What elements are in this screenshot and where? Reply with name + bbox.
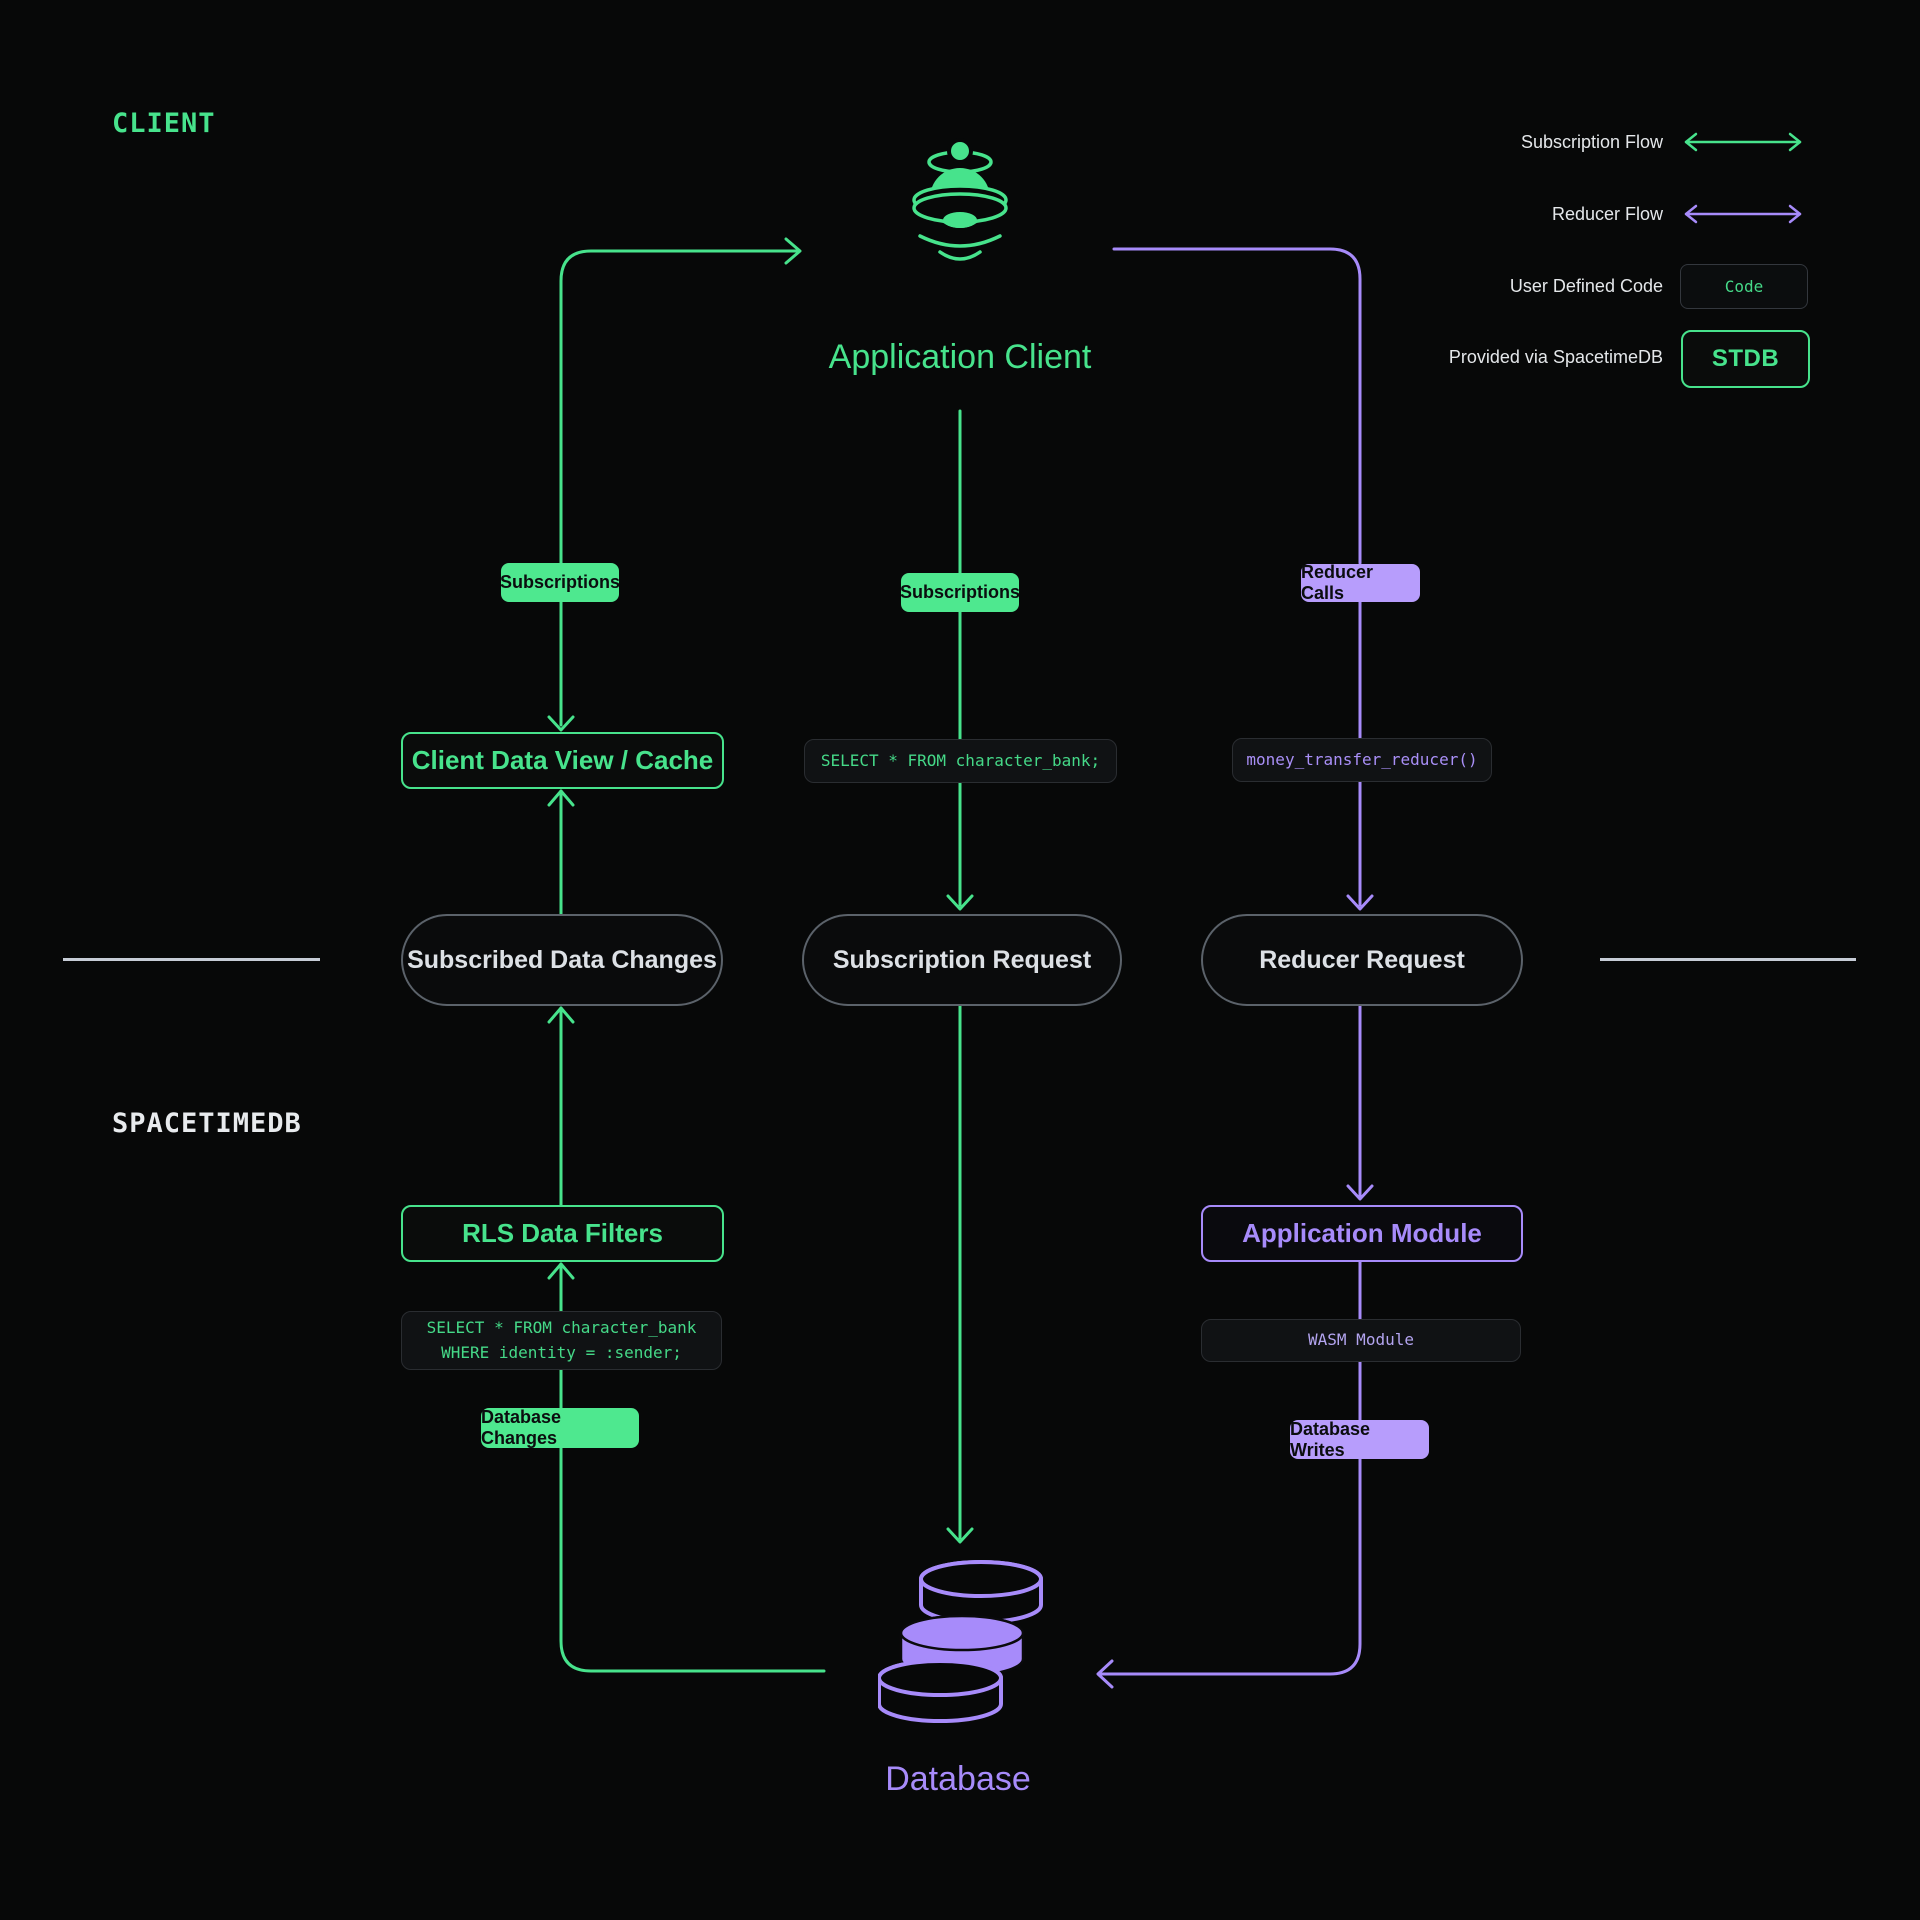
client-data-view-cache-node: Client Data View / Cache xyxy=(401,732,724,789)
spacetimedb-section-label: SPACETIMEDB xyxy=(112,1108,302,1139)
client-section-label: CLIENT xyxy=(112,108,216,139)
database-icon xyxy=(878,1560,1043,1723)
database-writes-badge: Database Writes xyxy=(1290,1419,1429,1460)
reducer-call-code: money_transfer_reducer() xyxy=(1232,738,1492,782)
right-boundary-divider xyxy=(1600,958,1856,961)
subscription-flow-lines xyxy=(547,237,974,1673)
subscriptions-badge-middle: Subscriptions xyxy=(900,573,1020,612)
application-client-planet-icon xyxy=(912,138,1008,261)
database-changes-badge: Database Changes xyxy=(481,1407,639,1448)
application-module-node: Application Module xyxy=(1201,1205,1523,1262)
wasm-module-code: WASM Module xyxy=(1201,1319,1521,1362)
stdb-badge: STDB xyxy=(1681,330,1810,388)
legend-reducer-flow-label: Reducer Flow xyxy=(1551,204,1663,224)
legend-provided-via-label: Provided via SpacetimeDB xyxy=(1448,347,1663,367)
rls-data-filters-node: RLS Data Filters xyxy=(401,1205,724,1262)
database-title: Database xyxy=(885,1760,1031,1798)
user-defined-code-badge: Code xyxy=(1680,264,1808,309)
legend-user-defined-code-label: User Defined Code xyxy=(1509,276,1663,296)
reducer-request-pill: Reducer Request xyxy=(1201,914,1523,1006)
subscribed-data-changes-pill: Subscribed Data Changes xyxy=(401,914,723,1006)
subscription-flow-arrow-icon xyxy=(1684,132,1802,152)
reducer-flow-arrow-icon xyxy=(1684,204,1802,224)
legend-subscription-flow-label: Subscription Flow xyxy=(1520,132,1663,152)
rls-query-line2: WHERE identity = :sender; xyxy=(441,1342,682,1362)
reducer-calls-badge: Reducer Calls xyxy=(1301,562,1420,603)
application-client-title: Application Client xyxy=(828,338,1092,376)
subscriptions-badge-left: Subscriptions xyxy=(500,563,620,602)
subscription-query-code: SELECT * FROM character_bank; xyxy=(804,739,1117,783)
rls-query-code: SELECT * FROM character_bank WHERE ident… xyxy=(401,1311,722,1370)
rls-query-line1: SELECT * FROM character_bank xyxy=(426,1317,697,1337)
subscription-request-pill: Subscription Request xyxy=(802,914,1122,1006)
left-boundary-divider xyxy=(63,958,320,961)
